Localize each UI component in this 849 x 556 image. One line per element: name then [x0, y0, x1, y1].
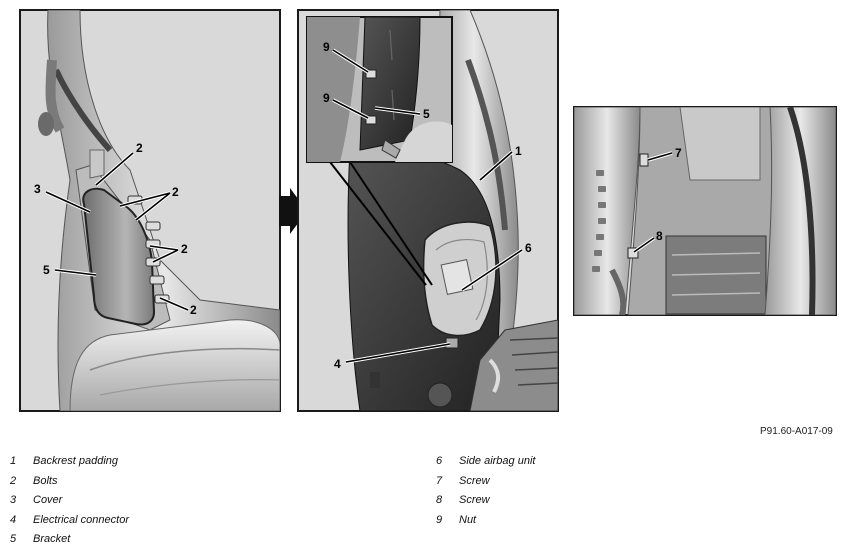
legend-label: Backrest padding — [33, 455, 118, 467]
legend-number: 1 — [10, 455, 17, 467]
callout-electrical-connector: 4 — [334, 357, 341, 371]
callout-bolts-1: 2 — [136, 141, 143, 155]
legend-number: 3 — [10, 494, 17, 506]
legend-item: 2 Bolts — [10, 475, 410, 495]
legend-item: 8 Screw — [436, 494, 836, 514]
legend-label: Bolts — [33, 474, 58, 487]
panel-airbag-screws: 7 8 — [573, 106, 837, 316]
legend-number: 7 — [436, 474, 443, 487]
callout-bracket: 5 — [43, 263, 50, 277]
legend-number: 6 — [436, 455, 443, 467]
legend-item: 6 Side airbag unit — [436, 455, 836, 475]
legend-label: Cover — [33, 494, 63, 506]
legend-item: 1 Backrest padding — [10, 455, 410, 475]
callout-backrest-padding: 1 — [515, 144, 522, 158]
legend-label: Side airbag unit — [459, 455, 536, 467]
callout-bolts-3: 2 — [181, 242, 188, 256]
legend-item: 5 Bracket — [10, 533, 410, 553]
callout-nut-2: 9 — [323, 91, 330, 105]
legend-number: 9 — [436, 513, 443, 526]
callout-bolts-4: 2 — [190, 303, 197, 317]
legend-item: 4 Electrical connector — [10, 514, 410, 534]
panel-backrest-cover: 2 2 2 2 3 5 — [19, 9, 281, 412]
legend-label: Bracket — [33, 533, 71, 545]
callout-nut-1: 9 — [323, 40, 330, 54]
inset-detail-nuts — [306, 16, 453, 163]
callout-screw-lower: 8 — [656, 229, 663, 243]
panel-side-airbag: 9 9 5 1 6 4 — [297, 9, 559, 412]
legend-label: Screw — [459, 474, 490, 487]
legend-number: 4 — [10, 513, 17, 526]
legend-label: Nut — [459, 513, 477, 526]
panel1-illustration — [38, 10, 280, 411]
legend-number: 2 — [10, 474, 17, 487]
parts-legend: 1 Backrest padding 2 Bolts 3 Cover 4 Electri… — [0, 455, 849, 555]
callout-side-airbag: 6 — [525, 241, 532, 255]
figure-reference-code: P91.60-A017-09 — [760, 426, 833, 437]
callout-bolts-2: 2 — [172, 185, 179, 199]
diagram-stage: 2 2 2 2 3 5 — [19, 9, 837, 412]
legend-item: 3 Cover — [10, 494, 410, 514]
panel3-illustration — [574, 107, 836, 315]
legend-item: 9 Nut — [436, 514, 836, 534]
legend-column-left: 1 Backrest padding 2 Bolts 3 Cover 4 Electri… — [10, 455, 410, 553]
legend-number: 5 — [10, 533, 17, 545]
legend-label: Screw — [459, 494, 490, 506]
legend-label: Electrical connector — [33, 513, 129, 526]
callout-screw-upper: 7 — [675, 146, 682, 160]
callout-bracket-inset: 5 — [423, 107, 430, 121]
callout-cover: 3 — [34, 182, 41, 196]
legend-number: 8 — [436, 494, 443, 506]
legend-item: 7 Screw — [436, 475, 836, 495]
next-step-arrow — [279, 188, 307, 234]
